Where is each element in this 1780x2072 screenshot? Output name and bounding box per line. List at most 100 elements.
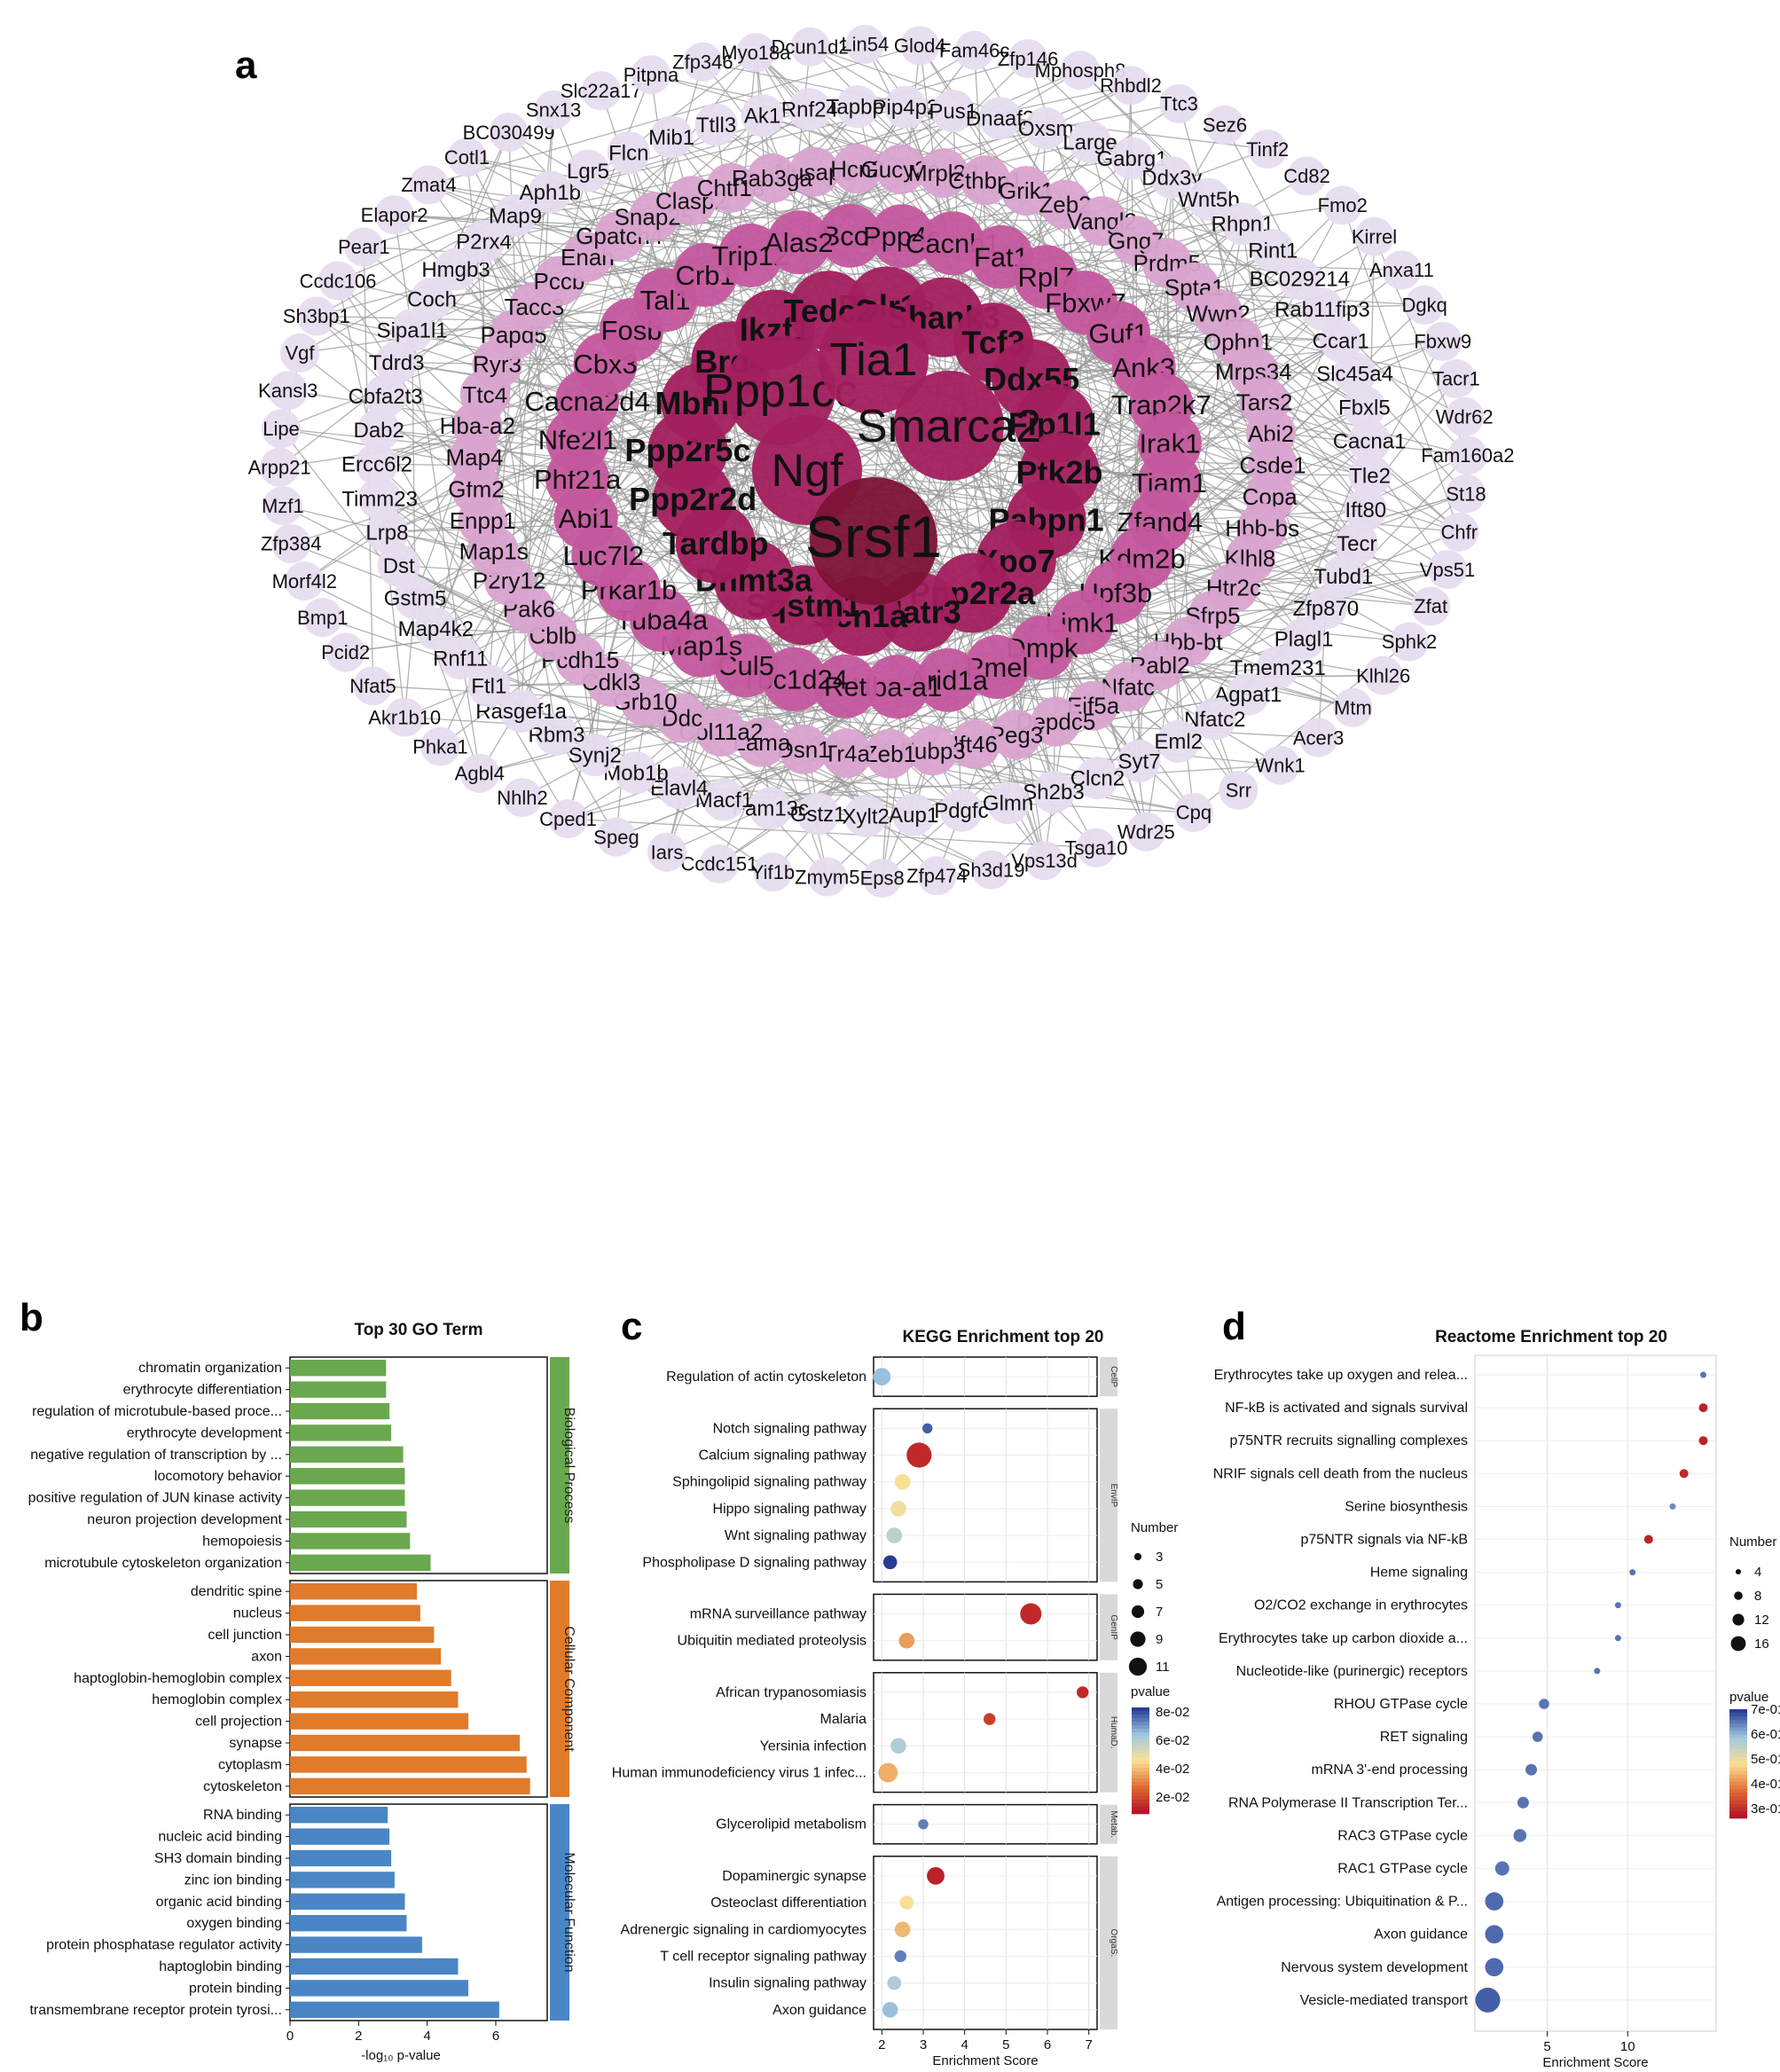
- color-legend-tick: 4e-02: [1156, 1762, 1189, 1777]
- kegg-point: [887, 1975, 902, 1990]
- network-node: [1173, 793, 1213, 832]
- node-label: Mtm: [1334, 697, 1372, 719]
- network-edge: [455, 269, 866, 817]
- node-label: Srr: [1226, 780, 1251, 802]
- network-node: [607, 131, 650, 175]
- network-edge: [322, 616, 914, 816]
- network-node: [1445, 396, 1485, 436]
- node-label: Myo18a: [721, 42, 791, 64]
- network-node: [377, 544, 420, 587]
- reactome-point: [1629, 1569, 1636, 1576]
- reactome-term-label: Vesicle-mediated transport: [1300, 1993, 1469, 2008]
- network-node: [1348, 454, 1392, 497]
- size-legend-dot: [1732, 1613, 1745, 1626]
- network-node: [409, 165, 449, 205]
- node-label: Sez6: [1203, 114, 1247, 137]
- color-legend-tick: 2e-02: [1156, 1790, 1189, 1805]
- color-legend-swatch: [1729, 1723, 1747, 1728]
- go-term-label: microtubule cytoskeleton organization: [44, 1556, 282, 1571]
- node-label: BC029214: [1250, 268, 1350, 292]
- node-label: Ift80: [1345, 498, 1386, 522]
- node-label: Tsga10: [1065, 837, 1128, 859]
- chart-title: KEGG Enrichment top 20: [903, 1328, 1104, 1346]
- kegg-term-label: Calcium signaling pathway: [699, 1448, 866, 1464]
- node-label: Cacna2d4: [524, 386, 649, 417]
- color-legend-swatch: [1132, 1729, 1149, 1733]
- color-legend-swatch: [1729, 1741, 1747, 1746]
- node-label: Xylt2: [843, 804, 890, 828]
- reactome-point: [1594, 1668, 1601, 1675]
- node-label: Lipe: [263, 418, 300, 440]
- reactome-term-label: O2/CO2 exchange in erythrocytes: [1254, 1598, 1468, 1613]
- color-legend-swatch: [1729, 1763, 1747, 1768]
- color-legend-swatch: [1729, 1786, 1747, 1790]
- network-node: [845, 25, 885, 64]
- go-term-label: erythrocyte development: [127, 1425, 283, 1440]
- size-legend-title: Number: [1131, 1520, 1178, 1535]
- network-node: [869, 204, 934, 269]
- go-bar: [290, 1872, 395, 1888]
- size-legend-label: 11: [1156, 1660, 1170, 1675]
- network-node: [302, 598, 342, 638]
- network-node: [900, 26, 940, 66]
- go-bar: [290, 1402, 390, 1420]
- color-legend-swatch: [1132, 1796, 1149, 1801]
- network-node: [285, 561, 325, 601]
- reactome-term-label: Erythrocytes take up oxygen and relea...: [1214, 1368, 1468, 1383]
- network-node: [647, 832, 686, 872]
- node-label: Ccar1: [1313, 330, 1369, 354]
- go-group-strip: [550, 1804, 569, 2021]
- node-label: Pip4p2: [873, 96, 939, 120]
- node-label: Pitpna: [623, 64, 679, 86]
- reactome-point: [1700, 1371, 1706, 1378]
- node-label: Clcn2: [1070, 767, 1125, 791]
- node-label: Macf1: [695, 789, 753, 812]
- color-legend-swatch: [1729, 1796, 1747, 1801]
- size-legend-title: Number: [1729, 1534, 1776, 1550]
- network-node: [435, 247, 477, 291]
- node-label: Akr1b10: [368, 706, 441, 728]
- go-bar: [290, 1468, 405, 1485]
- network-node: [1405, 285, 1445, 325]
- go-term-label: cell junction: [208, 1628, 282, 1643]
- network-edge: [1131, 158, 1327, 608]
- network-node: [1319, 319, 1362, 363]
- color-legend-swatch: [1132, 1711, 1149, 1715]
- reactome-term-label: Nucleotide-like (purinergic) receptors: [1236, 1664, 1468, 1679]
- network-edge: [1015, 561, 1249, 695]
- node-label: Rhbdl2: [1100, 75, 1162, 97]
- node-label: Eps8: [860, 867, 905, 890]
- network-node: [325, 632, 365, 672]
- network-node: [939, 789, 983, 832]
- kegg-group-label: HumaD.: [1109, 1716, 1118, 1749]
- node-label: Smarca2: [857, 401, 1041, 452]
- network-node: [918, 148, 968, 199]
- kegg-point: [898, 1632, 915, 1649]
- kegg-group-strip: [1100, 1594, 1117, 1660]
- network-node: [394, 576, 437, 619]
- kegg-point: [984, 1713, 996, 1725]
- x-tick-label: 5: [1543, 2039, 1550, 2054]
- reactome-term-label: NF-kB is activated and signals survival: [1225, 1401, 1468, 1416]
- node-label: Kansl3: [258, 380, 318, 402]
- network-edge: [1141, 557, 1431, 608]
- node-label: Zfp384: [261, 533, 322, 555]
- network-node: [862, 859, 902, 898]
- reactome-term-label: Heme signaling: [1370, 1566, 1468, 1581]
- kegg-group-label: Metab.: [1109, 1810, 1118, 1838]
- network-node: [597, 817, 636, 857]
- network-node: [1031, 696, 1081, 747]
- color-legend-swatch: [1729, 1803, 1747, 1808]
- color-legend-swatch: [1729, 1789, 1747, 1793]
- kegg-term-label: Axon guidance: [772, 2003, 866, 2018]
- color-legend-swatch: [1729, 1800, 1747, 1804]
- reactome-point: [1614, 1635, 1621, 1642]
- go-term-label: locomotory behavior: [154, 1469, 283, 1484]
- network-node: [702, 778, 746, 821]
- size-legend-dot: [1130, 1631, 1146, 1647]
- network-node: [683, 42, 723, 82]
- kegg-point: [882, 2002, 898, 2018]
- go-term-label: nucleic acid binding: [158, 1830, 282, 1845]
- network-node: [356, 443, 398, 486]
